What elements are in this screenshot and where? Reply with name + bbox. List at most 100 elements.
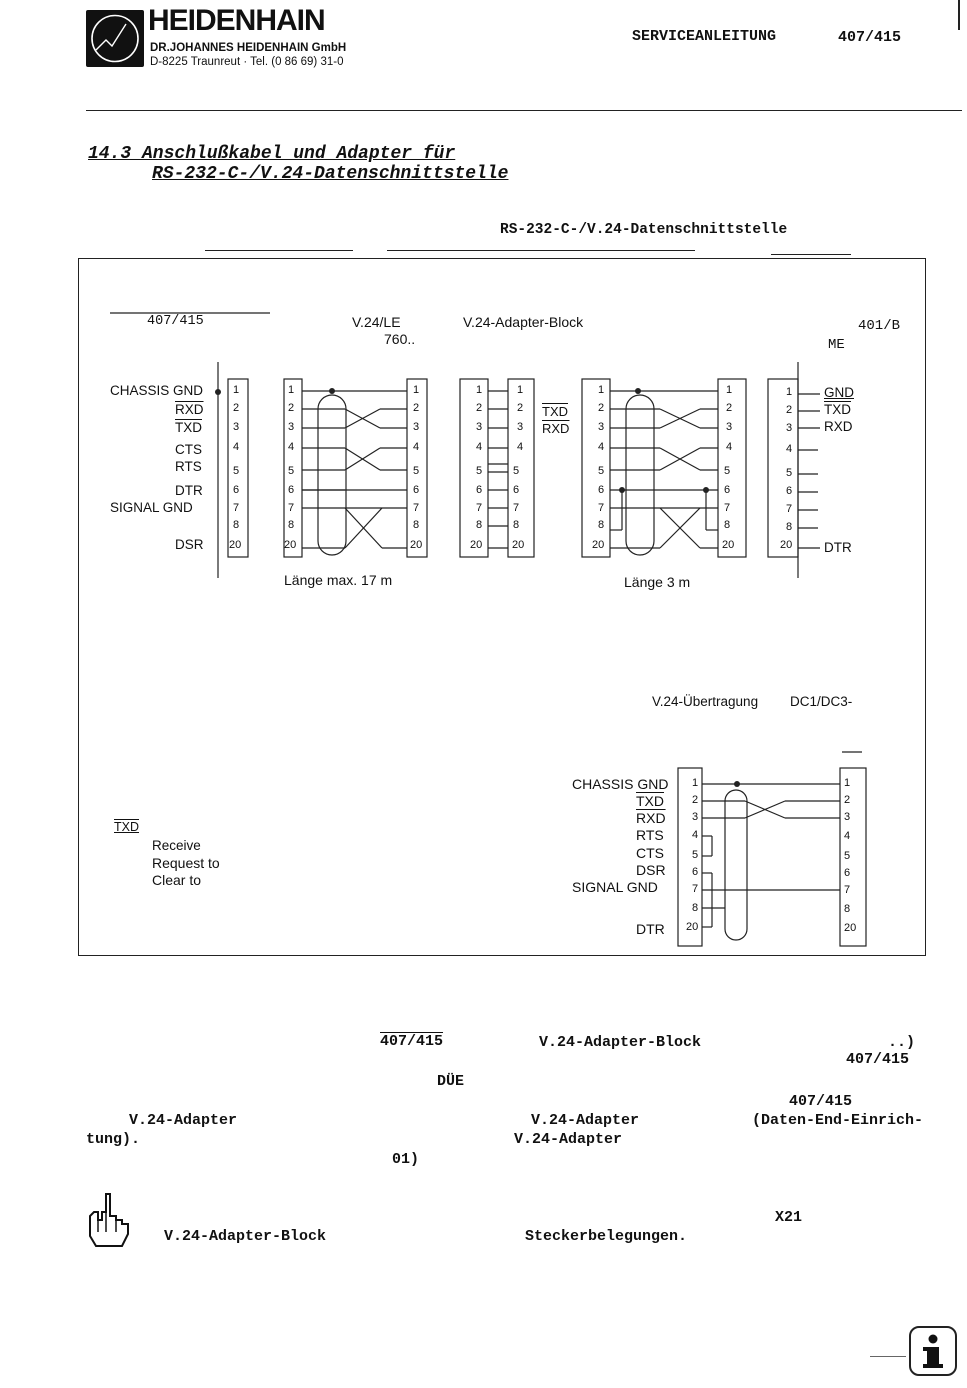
adapter-rxd: RXD bbox=[542, 421, 570, 436]
protocol-caption: DC1/DC3- bbox=[790, 694, 853, 709]
pin-label: 5 bbox=[288, 465, 295, 477]
legend-request-to: Request to bbox=[152, 855, 220, 871]
text-fragment: 01) bbox=[392, 1151, 420, 1168]
pin-label: 2 bbox=[233, 402, 240, 414]
info-icon[interactable] bbox=[909, 1326, 957, 1376]
rule-c bbox=[771, 254, 851, 255]
pin-label: 4 bbox=[786, 443, 793, 455]
pin-label: 7 bbox=[233, 502, 240, 514]
pin-label: 1 bbox=[844, 777, 851, 789]
length-label-1: Länge max. 17 m bbox=[284, 572, 393, 588]
text-fragment: 407/415 bbox=[380, 1033, 444, 1050]
text-fragment: V.24-Adapter-Block bbox=[164, 1228, 327, 1245]
pin-label: 7 bbox=[598, 502, 605, 514]
pin-label: 7 bbox=[692, 883, 699, 895]
pin-label: 3 bbox=[288, 421, 295, 433]
pin-label: 6 bbox=[786, 485, 793, 497]
d2-signal-rts: RTS bbox=[636, 827, 664, 843]
pin-label: 2 bbox=[517, 402, 524, 414]
signal-dsr: DSR bbox=[175, 537, 204, 552]
pin-label: 1 bbox=[413, 384, 420, 396]
pin-label: 6 bbox=[476, 484, 483, 496]
heidenhain-logo-icon bbox=[86, 10, 144, 67]
text-fragment: V.24-Adapter-Block bbox=[539, 1034, 702, 1051]
pin-label: 5 bbox=[844, 850, 851, 862]
text-fragment: V.24-Adapter bbox=[531, 1112, 640, 1129]
cable-label: V.24/LE bbox=[352, 314, 401, 330]
pin-label: 4 bbox=[476, 441, 483, 453]
pin-label: 3 bbox=[517, 421, 524, 433]
right-model-2: ME bbox=[828, 337, 845, 353]
pin-label: 3 bbox=[844, 811, 851, 823]
d2-signal-dsr: DSR bbox=[636, 862, 666, 878]
pin-label: 5 bbox=[513, 465, 520, 477]
pin-label: 5 bbox=[598, 465, 605, 477]
section-subtitle: RS-232-C-/V.24-Datenschnittstelle bbox=[500, 222, 788, 238]
pin-label: 2 bbox=[598, 402, 605, 414]
pin-label: 1 bbox=[288, 384, 295, 396]
pin-label: 1 bbox=[726, 384, 733, 396]
cable-id: 760.. bbox=[384, 331, 416, 347]
d2-signal-signal-gnd: SIGNAL GND bbox=[572, 879, 658, 895]
pin-label: 5 bbox=[724, 465, 731, 477]
pin-label: 5 bbox=[413, 465, 420, 477]
pin-label: 1 bbox=[692, 777, 699, 789]
d2-signal-chassis-gnd: CHASSIS GND bbox=[572, 776, 669, 792]
page-edge-mark bbox=[958, 0, 960, 30]
pin-label: 1 bbox=[476, 384, 483, 396]
pin-label: 2 bbox=[413, 402, 420, 414]
pin-label: 3 bbox=[726, 421, 733, 433]
signal-rts: RTS bbox=[175, 459, 202, 474]
text-fragment: 407/415 bbox=[789, 1093, 853, 1110]
signal-cts: CTS bbox=[175, 442, 202, 457]
pin-label: 3 bbox=[598, 421, 605, 433]
pin-label: 1 bbox=[233, 384, 240, 396]
pin-label: 20 bbox=[686, 921, 699, 933]
doc-type: SERVICEANLEITUNG bbox=[632, 28, 777, 45]
pin-label: 8 bbox=[413, 519, 420, 531]
company-name: DR.JOHANNES HEIDENHAIN GmbH bbox=[150, 42, 347, 54]
signal-chassis-gnd: CHASSIS GND bbox=[110, 383, 204, 398]
legend-abbr-txd: TXD bbox=[114, 820, 139, 834]
pin-label: 20 bbox=[470, 539, 483, 551]
pin-label: 5 bbox=[786, 467, 793, 479]
text-fragment: DÜE bbox=[437, 1073, 465, 1090]
d2-signal-txd: TXD bbox=[636, 793, 664, 809]
brand-name: HEIDENHAIN bbox=[148, 4, 326, 37]
pin-label: 2 bbox=[288, 402, 295, 414]
signal-signal-gnd: SIGNAL GND bbox=[110, 500, 193, 515]
text-fragment: V.24-Adapter bbox=[514, 1131, 623, 1148]
pin-label: 20 bbox=[780, 539, 793, 551]
pin-label: 20 bbox=[722, 539, 735, 551]
pin-label: 7 bbox=[513, 502, 520, 514]
pin-label: 6 bbox=[692, 866, 699, 878]
text-fragment: (Daten-End-Einrich- bbox=[752, 1112, 924, 1129]
signal-rxd: RXD bbox=[175, 402, 204, 417]
pin-label: 4 bbox=[726, 441, 733, 453]
right-signal-dtr: DTR bbox=[824, 540, 852, 555]
rule-a bbox=[205, 250, 353, 251]
pin-label: 7 bbox=[288, 502, 295, 514]
company-address: D-8225 Traunreut · Tel. (0 86 69) 31-0 bbox=[150, 56, 344, 68]
adapter-block-label: V.24-Adapter-Block bbox=[463, 314, 584, 330]
legend-receive: Receive bbox=[152, 838, 201, 853]
pin-label: 8 bbox=[598, 519, 605, 531]
pin-label: 8 bbox=[233, 519, 240, 531]
pin-label: 20 bbox=[229, 539, 242, 551]
right-signal-gnd: GND bbox=[824, 385, 854, 400]
left-model: 407/415 bbox=[147, 314, 204, 329]
text-fragment: X21 bbox=[775, 1209, 803, 1226]
diagram-frame bbox=[78, 258, 926, 956]
pin-label: 20 bbox=[592, 539, 605, 551]
pin-label: 5 bbox=[233, 465, 240, 477]
pin-label: 2 bbox=[476, 402, 483, 414]
pin-label: 3 bbox=[476, 421, 483, 433]
pin-label: 6 bbox=[844, 867, 851, 879]
pin-label: 6 bbox=[288, 484, 295, 496]
pin-label: 3 bbox=[233, 421, 240, 433]
wiring-diagram bbox=[110, 312, 867, 947]
pin-label: 8 bbox=[692, 902, 699, 914]
signal-dtr: DTR bbox=[175, 483, 203, 498]
pin-label: 2 bbox=[786, 404, 793, 416]
pin-label: 5 bbox=[476, 465, 483, 477]
